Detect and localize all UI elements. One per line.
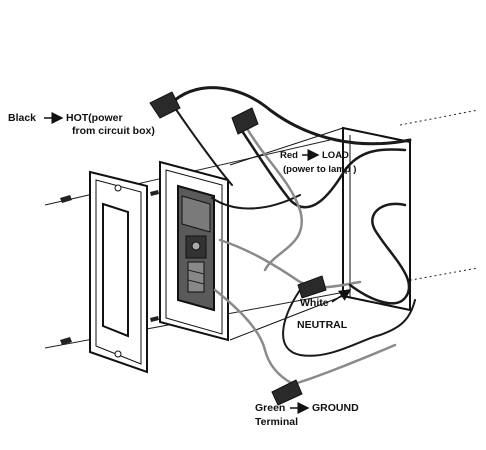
red-wire xyxy=(238,126,407,209)
label-terminal: Terminal xyxy=(255,416,298,428)
gray-wire-3 xyxy=(213,288,297,387)
guide-line-bottom-right xyxy=(399,267,479,283)
label-neutral: NEUTRAL xyxy=(297,319,348,331)
white-neutral-wire xyxy=(348,202,411,305)
wall-plate-opening xyxy=(102,202,129,338)
plate-screw-hole-top xyxy=(114,184,122,192)
label-load-line2: (power to lamp ) xyxy=(283,164,356,175)
label-hot-line2: from circuit box) xyxy=(72,125,155,137)
label-white: White xyxy=(300,297,329,309)
green-ground-wire xyxy=(288,343,397,387)
label-load: LOAD xyxy=(322,150,349,161)
screw-icon xyxy=(60,190,159,345)
label-black-hot: Black HOT(power from circuit box) xyxy=(8,112,155,137)
gray-wire-2 xyxy=(218,238,362,289)
label-hot: HOT(power xyxy=(66,112,123,124)
guide-line-top-right xyxy=(399,109,479,126)
black-wire xyxy=(173,86,412,146)
plate-screw-hole-bottom xyxy=(114,350,122,358)
label-ground: GROUND xyxy=(312,402,359,414)
gray-wire-1 xyxy=(243,123,303,272)
wall-plate xyxy=(89,170,148,374)
label-green-ground: Green GROUND Terminal xyxy=(255,402,359,428)
switch-device xyxy=(177,184,215,312)
label-white-neutral: White NEUTRAL xyxy=(297,289,352,331)
label-green: Green xyxy=(255,402,285,414)
label-red-load: Red LOAD (power to lamp ) xyxy=(280,149,356,175)
device-slider xyxy=(187,261,205,293)
wires xyxy=(173,86,416,387)
wire-nut-icon xyxy=(149,91,327,406)
label-black: Black xyxy=(8,112,36,124)
label-red: Red xyxy=(280,150,298,161)
